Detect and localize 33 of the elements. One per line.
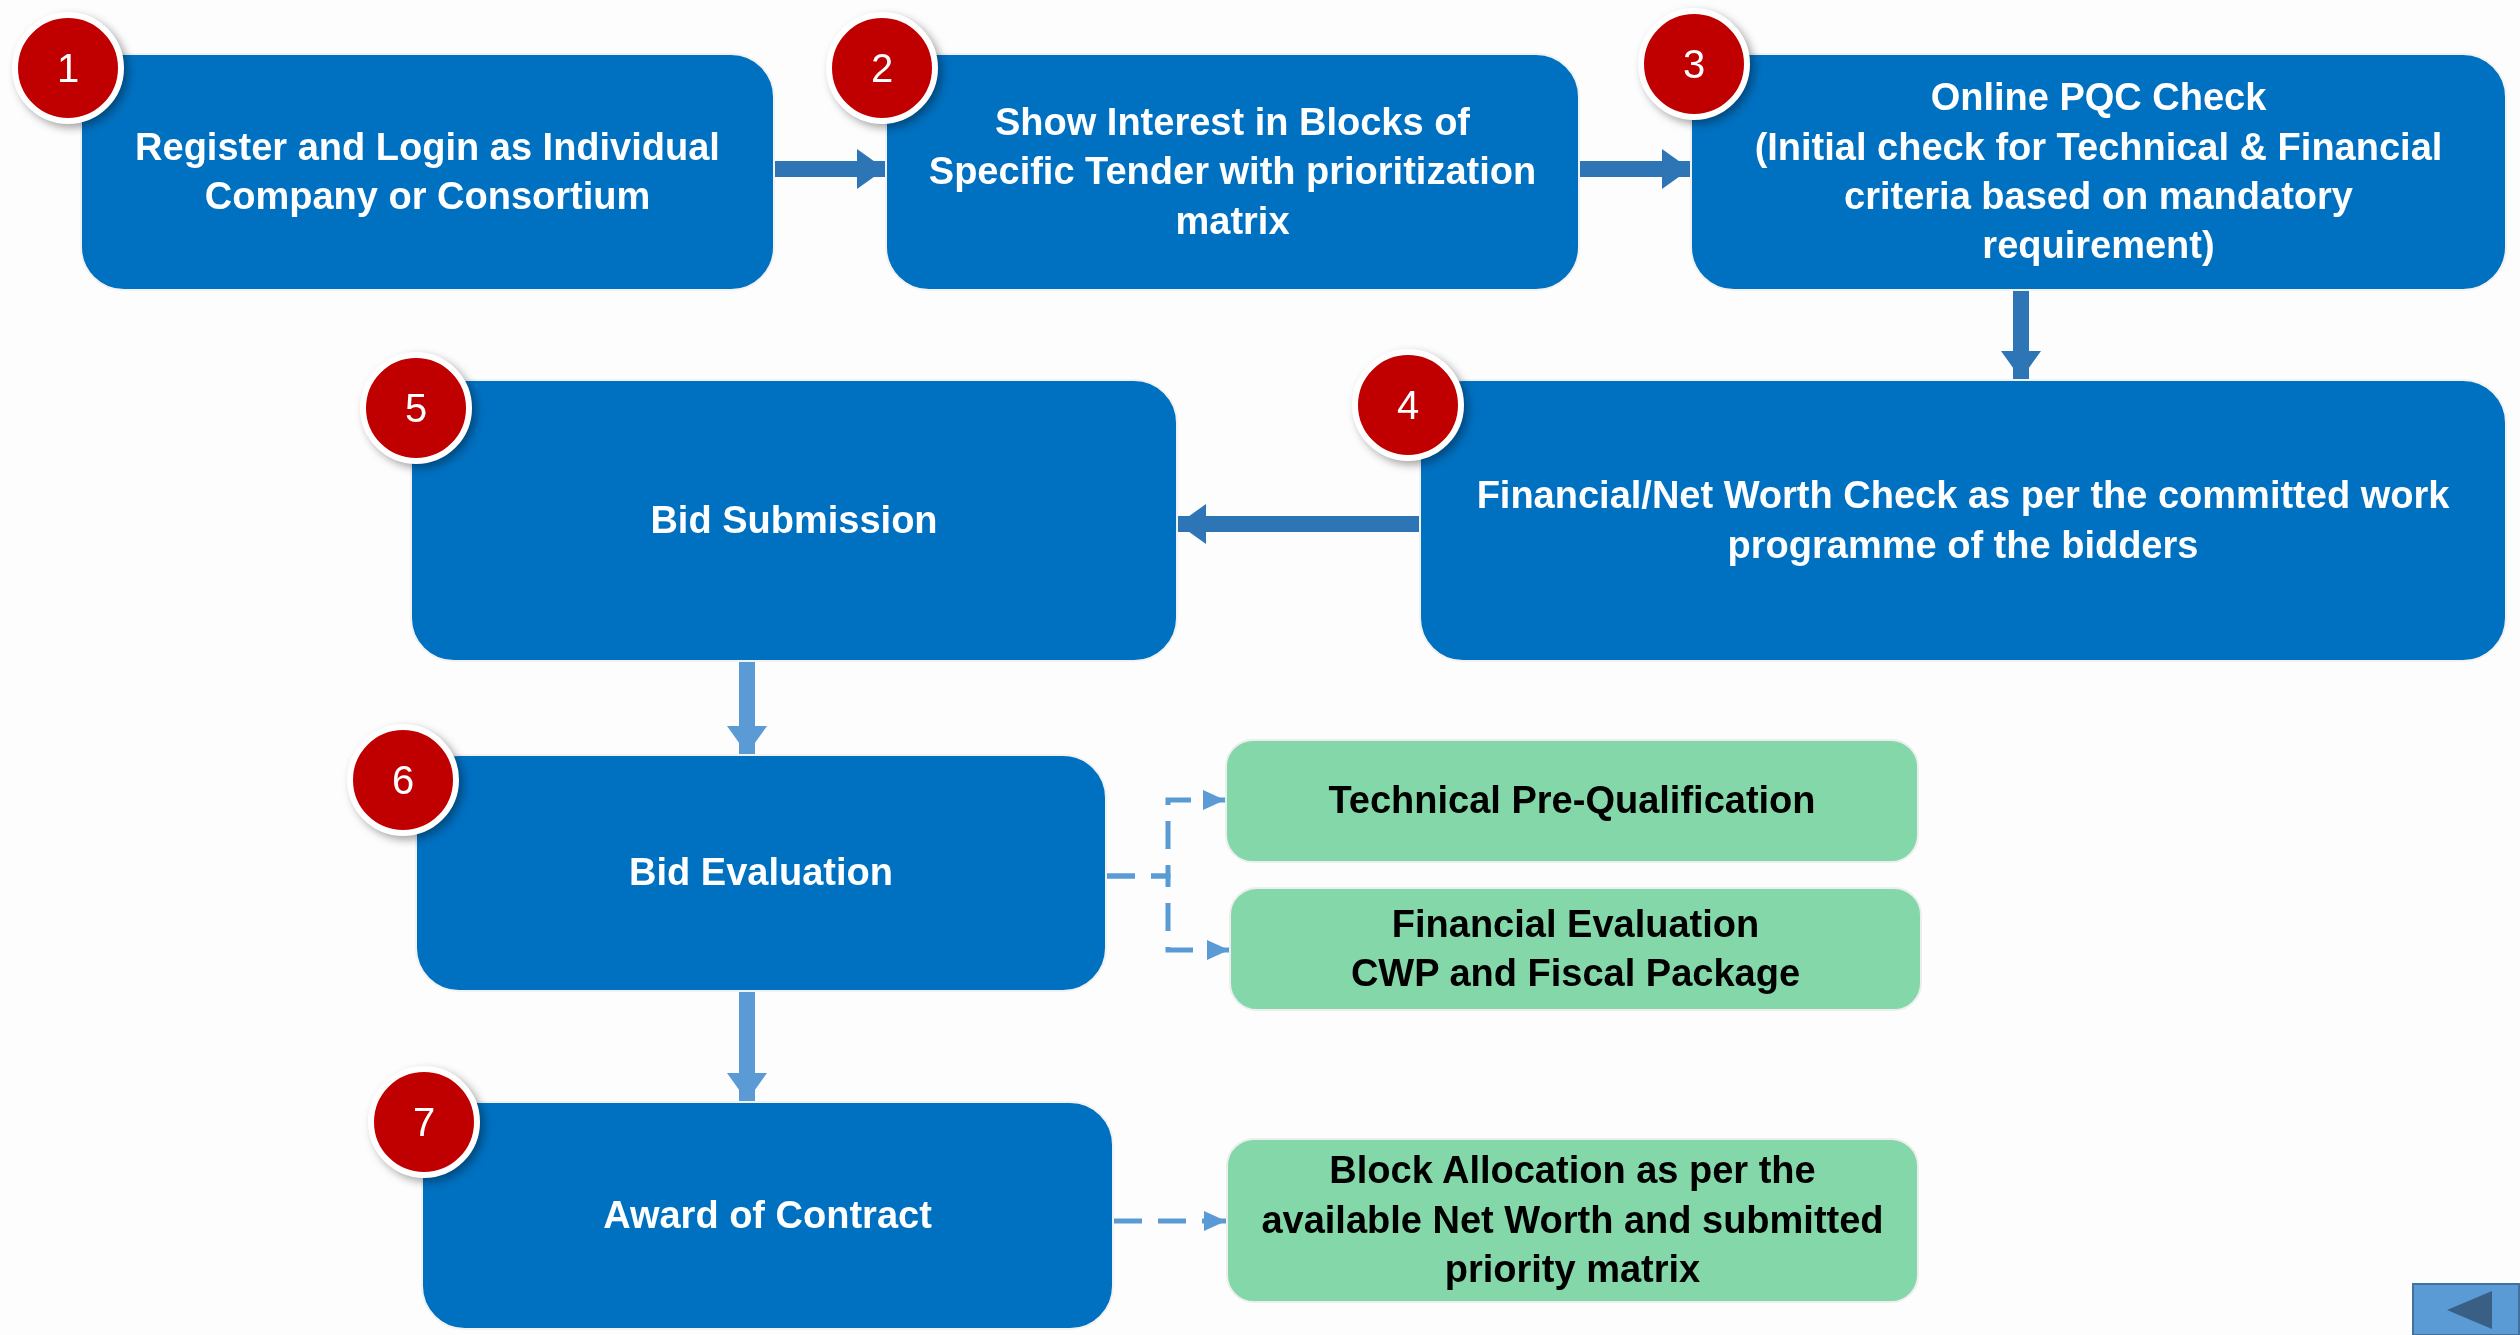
box-text: Register and Login as Individual Company or Consortium (134, 124, 721, 219)
box-text: Bid Submission (650, 497, 938, 543)
arrow (1107, 873, 1229, 960)
arrow (775, 149, 885, 189)
process-box (80, 53, 775, 291)
box-text: Show Interest in Blocks of Specific Tender with prioritization matrix (927, 99, 1538, 244)
process-box (1419, 379, 2507, 662)
box-text: CWP and Fiscal Package (1350, 951, 1801, 996)
box-text: Online PQC Check (1930, 75, 2267, 121)
box-text: Block Allocation as per the available Net Worth and submitted priority matrix (1260, 1148, 1885, 1293)
arrow (1114, 1211, 1226, 1231)
arrow (2001, 291, 2041, 379)
step-number: 3 (1682, 44, 1706, 84)
step-number: 6 (391, 760, 415, 800)
step-number: 1 (56, 48, 80, 88)
outcome-box (1225, 739, 1919, 863)
box-text: Award of Contract (603, 1192, 932, 1238)
arrow (727, 662, 767, 754)
arrow (1178, 504, 1419, 544)
box-text: Financial Evaluation (1391, 901, 1760, 947)
arrow (1580, 149, 1690, 189)
box-text: Bid Evaluation (629, 850, 893, 896)
step-number: 5 (404, 388, 428, 428)
box-text: Financial/Net Worth Check as per the committed work programme of the bidders (1475, 473, 2451, 568)
step-number: 7 (412, 1102, 436, 1142)
arrow (727, 992, 767, 1101)
outcome-box (1226, 1138, 1919, 1303)
process-box (415, 754, 1107, 992)
box-text: (Initial check for Technical & Financial criteria based on mandatory requirement) (1753, 124, 2444, 269)
box-text: Technical Pre-Qualification (1328, 778, 1816, 824)
step-number: 4 (1396, 385, 1420, 425)
step-number: 2 (870, 48, 894, 88)
outcome-box (1229, 887, 1922, 1011)
